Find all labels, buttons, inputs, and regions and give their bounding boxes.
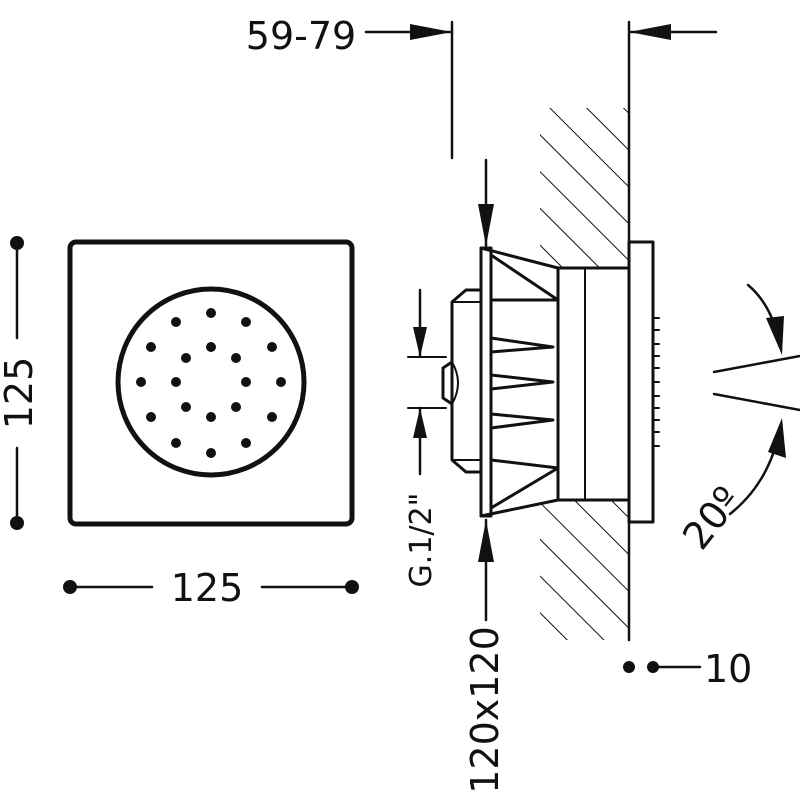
height-dimension: 125	[0, 236, 41, 530]
depth-label: 59-79	[246, 14, 356, 58]
height-label: 125	[0, 357, 41, 430]
plate-thickness-dimension: 10	[623, 647, 752, 691]
cover-plate	[627, 240, 655, 524]
inlet-thread	[441, 360, 454, 406]
dimension-end-dot	[623, 661, 635, 673]
nozzle-hole	[241, 317, 251, 327]
wall-section-upper	[540, 108, 630, 268]
nozzle-hole	[146, 342, 156, 352]
thread-label: G.1/2"	[404, 493, 439, 588]
plate-nozzle-teeth	[652, 317, 660, 447]
nozzle-hole	[267, 412, 277, 422]
nozzle-hole	[206, 308, 216, 318]
front-plate-outline	[67, 239, 355, 527]
nozzle-hole	[231, 353, 241, 363]
thread-dimension: G.1/2"	[404, 288, 447, 588]
nozzle-hole	[136, 377, 146, 387]
housing-fin	[489, 458, 560, 510]
cutout-label: 120x120	[463, 626, 507, 794]
depth-dimension: 59-79	[246, 14, 718, 160]
plate-thickness-label: 10	[704, 647, 752, 691]
spray-cone-line	[712, 392, 800, 412]
housing-fin	[489, 336, 555, 354]
nozzle-holes	[136, 308, 286, 458]
spray-face-circle	[115, 286, 307, 478]
spray-cone-line	[712, 354, 800, 374]
nozzle-hole	[206, 448, 216, 458]
nozzle-hole	[231, 402, 241, 412]
nozzle-hole	[276, 377, 286, 387]
water-inlet-connector	[450, 288, 483, 474]
nozzle-hole	[267, 342, 277, 352]
nozzle-hole	[241, 438, 251, 448]
body-housing	[441, 246, 631, 518]
housing-fin	[489, 373, 555, 391]
nozzle-hole	[171, 438, 181, 448]
wall-section-lower	[540, 500, 630, 640]
width-label: 125	[171, 566, 244, 610]
front-view: 125 125	[0, 236, 359, 610]
nozzle-hole	[181, 353, 191, 363]
spray-angle-dimension: 20º	[674, 283, 800, 558]
nozzle-hole	[171, 377, 181, 387]
housing-fin	[489, 412, 555, 430]
nozzle-hole	[206, 342, 216, 352]
width-dimension: 125	[63, 566, 359, 610]
cutout-dimension: 120x120	[463, 158, 507, 794]
nozzle-hole	[146, 412, 156, 422]
nozzle-hole	[171, 317, 181, 327]
nozzle-hole	[206, 412, 216, 422]
housing-fin	[489, 253, 560, 302]
nozzle-hole	[181, 402, 191, 412]
side-view: 59-79 120x120 G.1/2" 10	[246, 14, 800, 794]
nozzle-hole	[241, 377, 251, 387]
angle-label: 20º	[674, 478, 749, 557]
